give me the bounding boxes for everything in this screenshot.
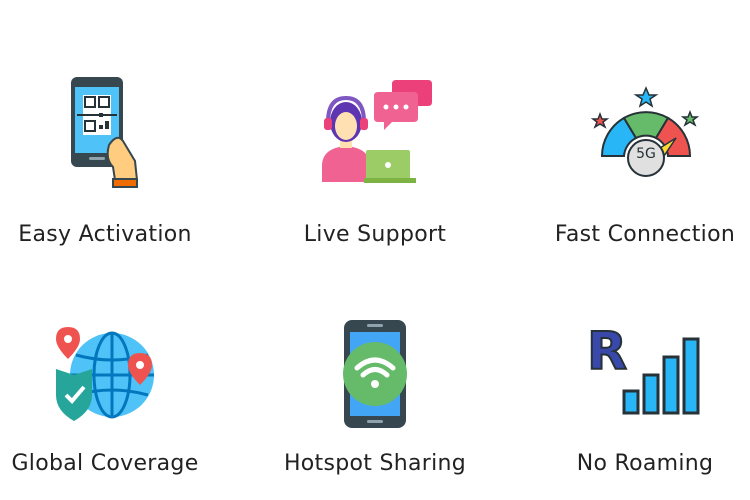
feature-live-support [318,78,433,186]
globe-shield-icon [56,327,154,421]
phone-wifi-icon [343,320,407,428]
feature-label: Live Support [303,222,447,247]
feature-hotspot-sharing [340,318,412,430]
feature-easy-activation [65,75,145,190]
5g-speedometer-icon [590,86,700,177]
feature-no-roaming [588,335,702,415]
qr-code-phone-icon [71,77,139,188]
feature-label: Easy Activation [18,222,192,247]
support-agent-icon [322,80,432,183]
speed-badge: 5G [636,146,656,162]
feature-fast-connection [590,86,702,178]
feature-global-coverage [52,325,158,425]
roaming-badge: R [586,322,628,382]
feature-label: Fast Connection [554,222,736,247]
feature-label: Global Coverage [11,451,199,476]
feature-label: No Roaming [576,451,714,476]
feature-label: Hotspot Sharing [283,451,467,476]
roaming-signal-icon [622,337,700,415]
